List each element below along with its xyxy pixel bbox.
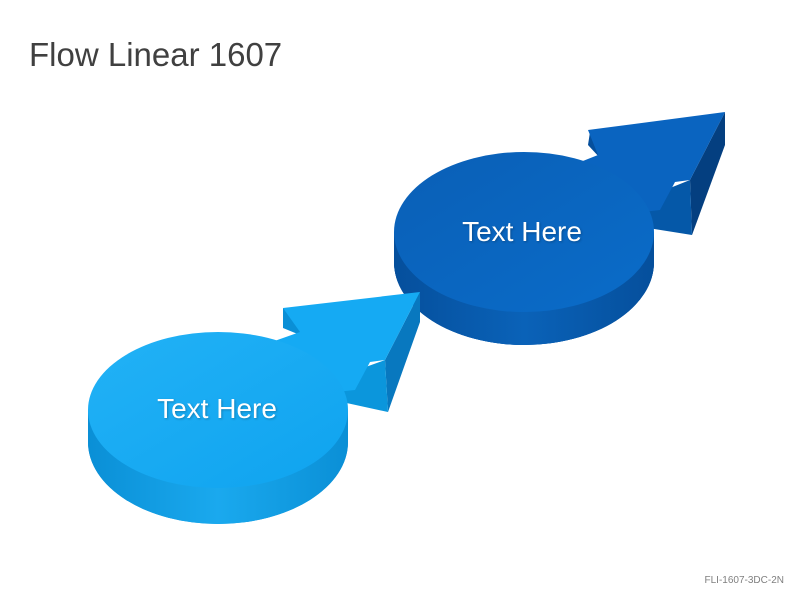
- step-2-arrow-head-side: [690, 112, 725, 235]
- slide-title: Flow Linear 1607: [29, 36, 283, 73]
- step-1-disk-top: [88, 332, 348, 488]
- footer-code: FLI-1607-3DC-2N: [704, 575, 784, 586]
- step-1-arrow-notch-side: [335, 360, 388, 412]
- step-2-label: Text Here: [462, 216, 582, 247]
- step-2-disk-top: [394, 152, 654, 312]
- step-1-arrow-head-side: [385, 292, 420, 412]
- step-1-shape: [88, 292, 420, 524]
- step-2-arrow-notch-side: [640, 180, 692, 235]
- step-1-label: Text Here: [157, 393, 277, 424]
- step-2-shape: [394, 112, 725, 345]
